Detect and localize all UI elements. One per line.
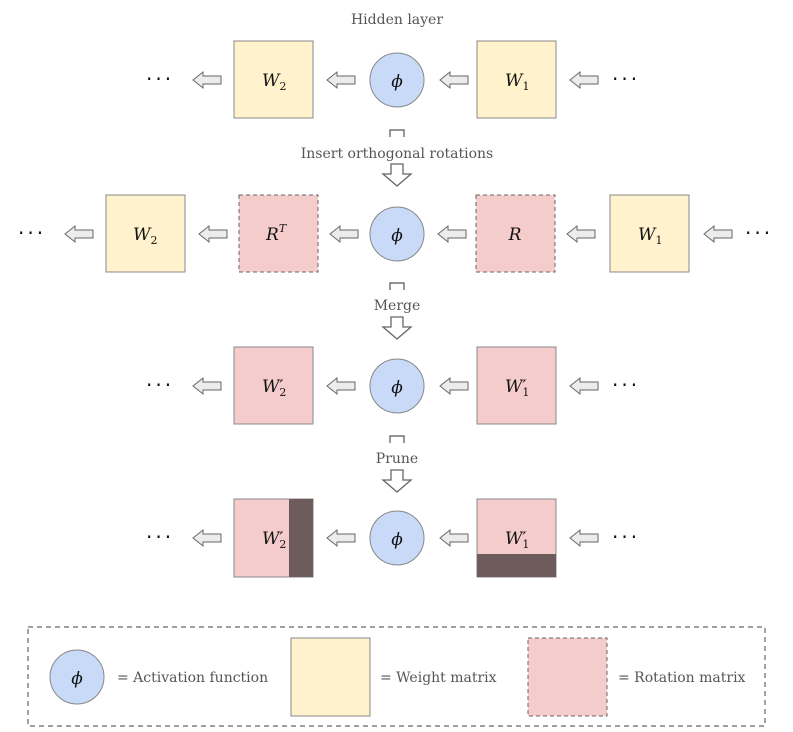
arrow-left-icon (569, 529, 599, 547)
arrow-left-icon (192, 377, 222, 395)
legend-weight-label: = Weight matrix (380, 670, 497, 686)
arrow-left-icon (326, 529, 356, 547)
activation-node (369, 358, 425, 414)
label-hidden-layer: Hidden layer (351, 12, 443, 28)
arrow-down-icon (382, 316, 412, 340)
w1-symbol: W1 (638, 225, 662, 247)
legend-activation-label: = Activation function (117, 670, 268, 686)
w2-symbol: W2 (133, 225, 157, 247)
arrow-left-icon (569, 377, 599, 395)
legend-phi-symbol: ϕ (71, 669, 83, 689)
arrow-left-icon (439, 71, 469, 89)
legend-rotation-label: = Rotation matrix (618, 670, 746, 686)
rotation-matrix-r (475, 194, 556, 273)
label-insert-rotations: Insert orthogonal rotations (301, 146, 494, 162)
w1-prime-symbol: W′1 (505, 529, 529, 551)
ellipsis-right: ··· (612, 373, 640, 397)
weight-matrix-w2 (233, 40, 314, 119)
arrow-left-icon (326, 71, 356, 89)
arrow-left-icon (64, 225, 94, 243)
w1-prime-symbol: W′1 (505, 377, 529, 399)
bracket-icon (389, 435, 405, 443)
phi-symbol: ϕ (391, 530, 403, 550)
label-prune: Prune (376, 451, 418, 467)
arrow-left-icon (437, 225, 467, 243)
r-symbol: R (508, 225, 522, 245)
arrow-left-icon (192, 529, 222, 547)
arrow-left-icon (439, 529, 469, 547)
ellipsis-left: ··· (146, 373, 174, 397)
arrow-left-icon (439, 377, 469, 395)
w2-prime-symbol: W′2 (262, 529, 286, 551)
arrow-down-icon (382, 163, 412, 187)
ellipsis-left: ··· (146, 67, 174, 91)
legend-activation-icon (49, 649, 105, 705)
bracket-icon (389, 129, 405, 137)
phi-symbol: ϕ (391, 72, 403, 92)
arrow-left-icon (703, 225, 733, 243)
phi-symbol: ϕ (391, 378, 403, 398)
rt-symbol: RT (265, 222, 288, 245)
ellipsis-right: ··· (745, 221, 773, 245)
legend-box (27, 626, 766, 727)
arrow-left-icon (566, 225, 596, 243)
weight-matrix-w1 (476, 40, 557, 119)
w1-symbol: W1 (505, 71, 529, 93)
arrow-left-icon (192, 71, 222, 89)
weight-matrix-w1 (609, 194, 690, 273)
phi-symbol: ϕ (391, 226, 403, 246)
arrow-left-icon (198, 225, 228, 243)
ellipsis-left: ··· (146, 525, 174, 549)
arrow-down-icon (382, 469, 412, 493)
merged-matrix-w1 (476, 346, 557, 425)
arrow-left-icon (569, 71, 599, 89)
activation-node (369, 206, 425, 262)
arrow-left-icon (326, 377, 356, 395)
bracket-icon (389, 282, 405, 290)
activation-node (369, 510, 425, 566)
w2-prime-symbol: W′2 (262, 377, 286, 399)
ellipsis-right: ··· (612, 525, 640, 549)
pruned-rows (477, 554, 556, 577)
ellipsis-left: ··· (18, 221, 46, 245)
legend-weight-icon (290, 637, 371, 717)
ellipsis-right: ··· (612, 67, 640, 91)
activation-node (369, 52, 425, 108)
rotation-matrix-rt (238, 194, 319, 273)
pruned-columns (289, 499, 313, 577)
weight-matrix-w2 (105, 194, 186, 273)
merged-matrix-w2 (233, 346, 314, 425)
arrow-left-icon (329, 225, 359, 243)
label-merge: Merge (374, 298, 421, 314)
legend-rotation-icon (527, 637, 608, 717)
w2-symbol: W2 (262, 71, 286, 93)
